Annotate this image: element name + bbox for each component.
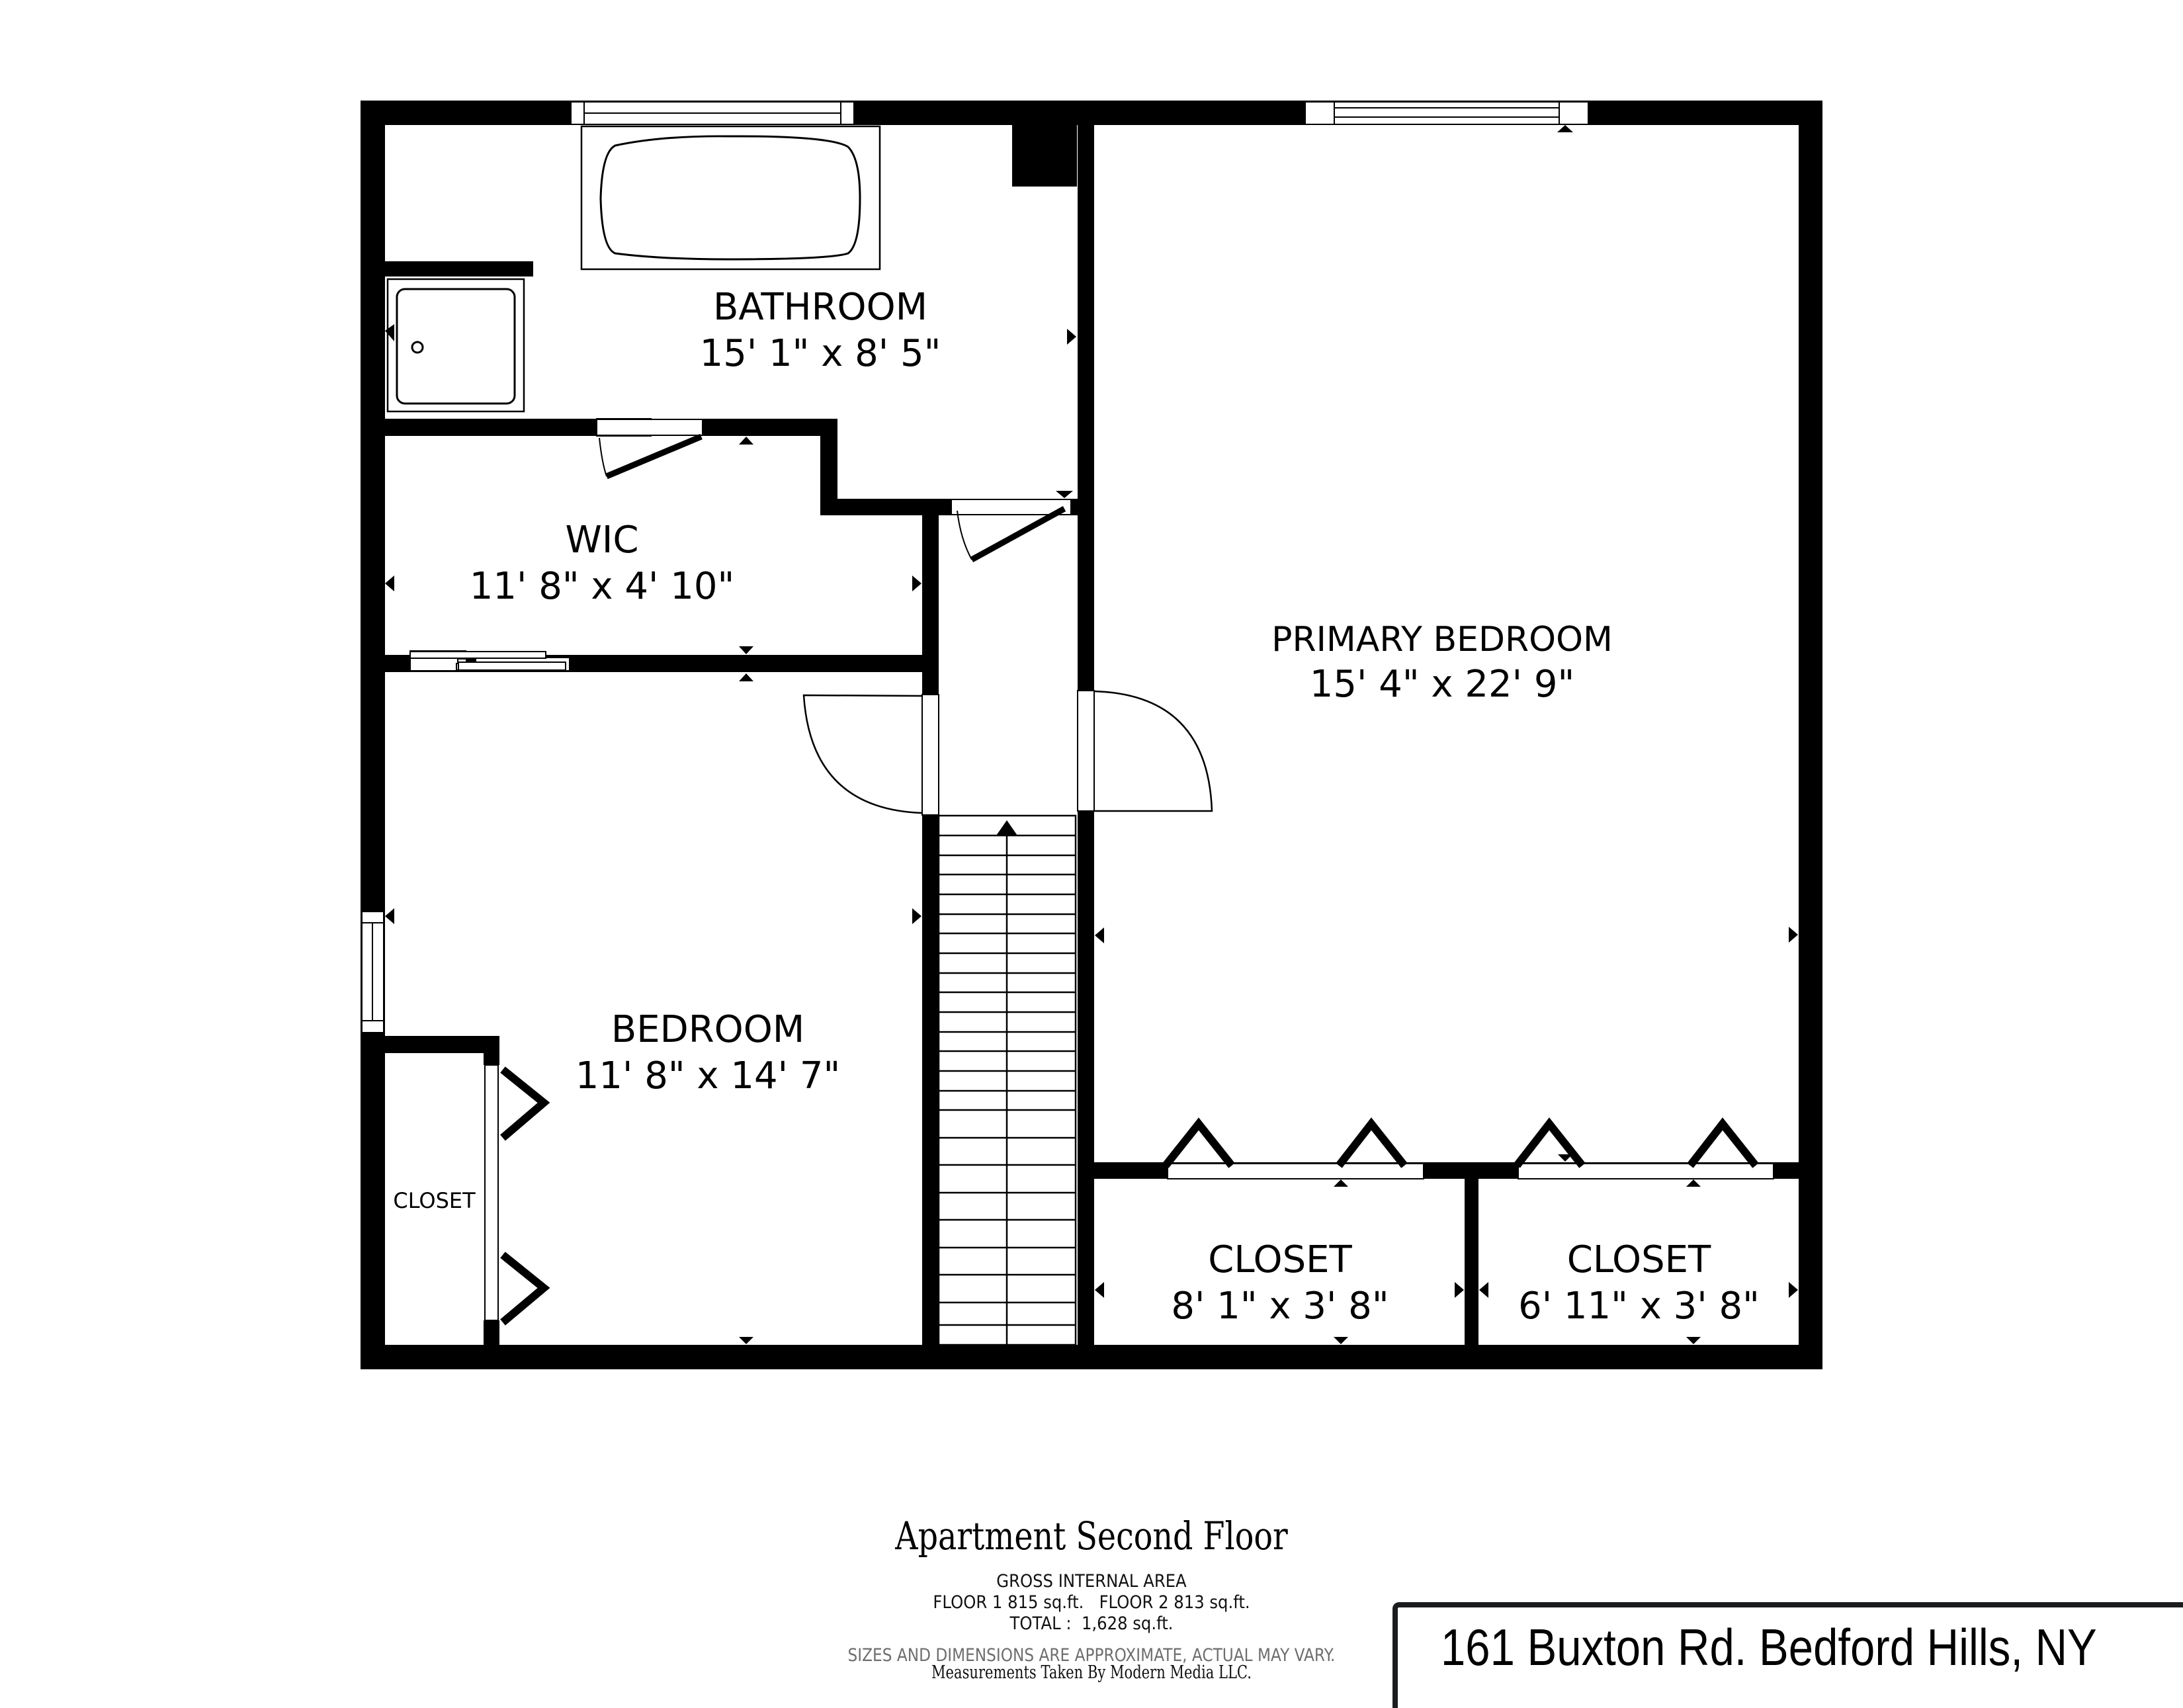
room-name: WIC — [565, 519, 639, 562]
fixtures — [386, 125, 881, 413]
address-box — [1392, 1602, 2183, 1708]
bifold-closet-right-a — [1514, 1117, 1586, 1168]
shower-icon — [386, 278, 525, 413]
room-label-bedroom: BEDROOM 11' 8" x 14' 7" — [556, 1007, 860, 1099]
door-frame-hall-bath — [951, 499, 1072, 515]
door-frame-bedroom — [921, 694, 939, 816]
room-name: PRIMARY BEDROOM — [1271, 620, 1613, 660]
stairs-up-arrow-icon — [996, 820, 1017, 835]
bifold-track-closet-left — [1167, 1163, 1424, 1179]
bifold-bedroom-closet-top — [500, 1066, 550, 1141]
room-label-wic: WIC 11' 8" x 4' 10" — [450, 517, 754, 610]
room-dimensions: 8' 1" x 3' 8" — [1171, 1285, 1389, 1328]
openings — [361, 101, 1774, 1321]
outer-wall-left — [361, 101, 385, 1369]
wall-closet-divider — [1465, 1162, 1478, 1347]
window-primary-bedroom — [1305, 101, 1589, 125]
room-dimensions: 15' 1" x 8' 5" — [699, 332, 941, 375]
room-label-closet-right: CLOSET 6' 11" x 3' 8" — [1482, 1237, 1796, 1330]
door-swing-bedroom — [802, 694, 923, 814]
wall-hall-door-jamb — [1071, 499, 1079, 515]
bifold-track-closet-right — [1518, 1163, 1774, 1179]
wall-hall-left — [922, 499, 939, 696]
wall-bedroom-closet-top — [385, 1036, 499, 1053]
bifold-bedroom-closet-bottom — [500, 1252, 550, 1326]
room-name: BATHROOM — [712, 286, 928, 329]
door-swing-hall — [957, 510, 972, 560]
door-frame-primary — [1077, 690, 1095, 812]
shower-tray — [396, 288, 516, 405]
room-dimensions: 15' 4" x 22' 9" — [1309, 663, 1575, 706]
area-heading: GROSS INTERNAL AREA — [996, 1571, 1187, 1592]
wall-bedroom-closet-side-top — [484, 1036, 499, 1065]
property-address: 161 Buxton Rd. Bedford Hills, NY — [1441, 1618, 2097, 1676]
bifold-closet-left-a — [1162, 1117, 1235, 1168]
bifold-track-bedroom-closet — [484, 1064, 499, 1321]
chimney-block — [1012, 125, 1077, 187]
plan-title: Apartment Second Floor — [895, 1514, 1288, 1559]
room-name: CLOSET — [1208, 1238, 1352, 1281]
bifold-closet-left-b — [1336, 1117, 1408, 1168]
room-dimensions: 11' 8" x 14' 7" — [575, 1054, 841, 1097]
area-total: TOTAL : 1,628 sq.ft. — [1009, 1613, 1174, 1634]
room-label-primary-bedroom: PRIMARY BEDROOM 15' 4" x 22' 9" — [1230, 619, 1654, 708]
wall-shower-ledge — [385, 261, 533, 277]
outer-wall-right — [1799, 101, 1822, 1369]
room-label-bedroom-closet: CLOSET — [385, 1187, 484, 1214]
room-label-bathroom: BATHROOM 15' 1" x 8' 5" — [668, 284, 972, 377]
room-name: CLOSET — [1566, 1238, 1711, 1281]
room-dimensions: 11' 8" x 4' 10" — [469, 565, 735, 608]
room-name: BEDROOM — [611, 1008, 805, 1051]
dimension-markers — [385, 125, 1798, 1344]
measurement-credit: Measurements Taken By Modern Media LLC. — [931, 1662, 1252, 1683]
room-dimensions: 6' 11" x 3' 8" — [1518, 1285, 1760, 1328]
doors — [500, 419, 1759, 1326]
bathtub-icon — [580, 125, 881, 271]
shower-drain — [411, 341, 424, 354]
room-name: CLOSET — [393, 1188, 476, 1213]
disclaimer: SIZES AND DIMENSIONS ARE APPROXIMATE, AC… — [847, 1645, 1336, 1666]
door-leaf-hall — [970, 506, 1066, 562]
bathtub-basin — [599, 135, 861, 261]
wall-hall-left-lower — [922, 814, 939, 1369]
bifold-closet-right-b — [1687, 1117, 1759, 1168]
stairs-icon — [937, 814, 1077, 1346]
door-swing-primary — [1093, 690, 1213, 812]
room-label-closet-left: CLOSET 8' 1" x 3' 8" — [1125, 1237, 1435, 1330]
sliding-doors-wic — [409, 650, 570, 671]
wall-bedroom-closet-side-bottom — [484, 1320, 499, 1347]
door-swing-wic — [599, 437, 607, 477]
area-floors: FLOOR 1 815 sq.ft. FLOOR 2 813 sq.ft. — [933, 1592, 1250, 1613]
